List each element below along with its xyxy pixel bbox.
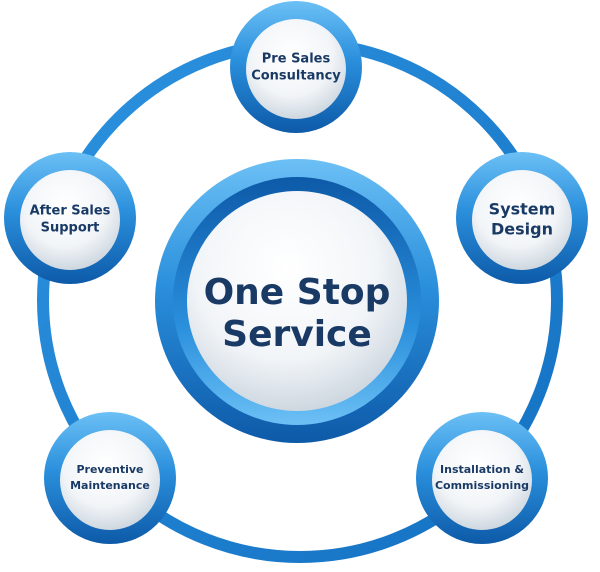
node-system-design-inner — [472, 170, 572, 270]
node-preventive-inner — [60, 430, 160, 530]
center-hub-inner — [187, 191, 407, 411]
node-installation-line2: Commissioning — [435, 479, 529, 492]
node-pre-sales-line1: Pre Sales — [262, 52, 331, 67]
node-installation: Installation & Commissioning — [416, 412, 548, 544]
node-preventive-line1: Preventive — [76, 463, 143, 476]
node-installation-inner — [432, 430, 532, 530]
node-after-sales-line1: After Sales — [30, 204, 111, 219]
node-preventive: Preventive Maintenance — [44, 412, 176, 544]
node-system-design-line2: Design — [491, 220, 553, 239]
node-pre-sales: Pre Sales Consultancy — [230, 1, 362, 133]
center-title-line2: Service — [222, 314, 372, 355]
center-hub: One Stop Service — [155, 159, 439, 443]
node-after-sales-inner — [20, 170, 120, 270]
node-system-design: System Design — [456, 152, 588, 284]
node-pre-sales-inner — [246, 19, 346, 119]
center-title-line1: One Stop — [204, 272, 391, 313]
node-after-sales: After Sales Support — [4, 152, 136, 284]
node-preventive-line2: Maintenance — [70, 479, 150, 492]
node-installation-line1: Installation & — [440, 463, 524, 476]
node-after-sales-line2: Support — [41, 221, 100, 236]
node-pre-sales-line2: Consultancy — [251, 69, 341, 84]
node-system-design-line1: System — [489, 200, 556, 219]
